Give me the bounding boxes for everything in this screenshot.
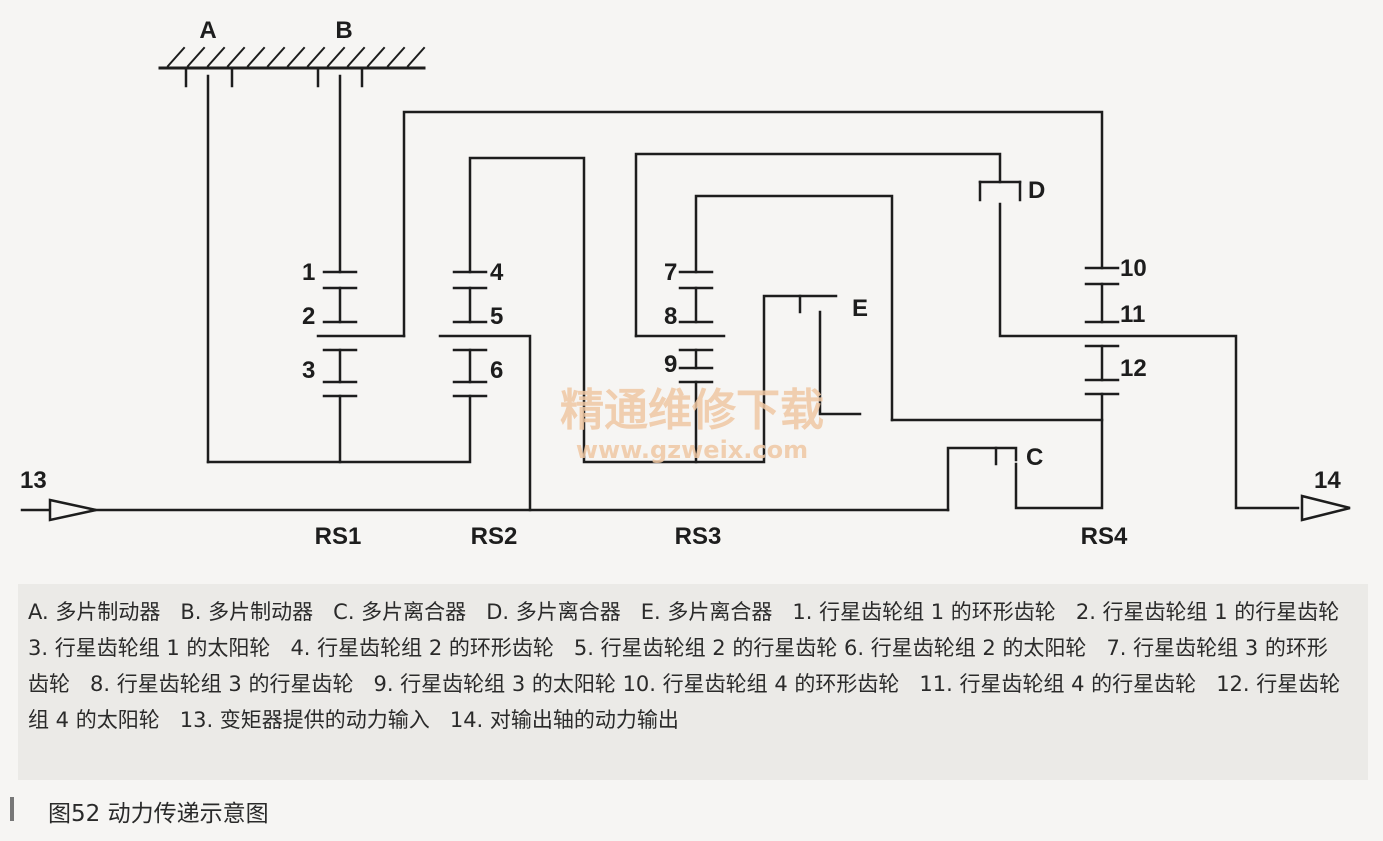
gear-label-1: 1: [302, 259, 315, 286]
gear-label-10: 10: [1120, 255, 1147, 282]
legend-panel: [18, 584, 1368, 780]
input-arrow-icon: [48, 498, 97, 522]
gear-label-6: 6: [490, 357, 503, 384]
caption-marker: [10, 797, 14, 821]
clutch-d-label: D: [1028, 177, 1045, 204]
gearset-label-rs2: RS2: [471, 523, 518, 550]
brake-b-label: B: [335, 17, 352, 44]
power-flow-diagram: 精通维修下载 www.gzweix.com A B D E C 1 2 3 4 …: [20, 17, 1351, 550]
brake-a-label: A: [199, 17, 216, 44]
housing-hatch: [166, 46, 426, 68]
gearset-label-rs1: RS1: [315, 523, 362, 550]
gear-label-2: 2: [302, 303, 315, 330]
gear-label-9: 9: [664, 351, 677, 378]
figure-caption: 图52 动力传递示意图: [48, 801, 269, 827]
output-label: 14: [1314, 467, 1341, 494]
gear-label-4: 4: [490, 259, 504, 286]
gear-label-12: 12: [1120, 355, 1147, 382]
clutch-c-label: C: [1026, 444, 1043, 471]
gear-label-5: 5: [490, 303, 503, 330]
gear-label-7: 7: [664, 259, 677, 286]
brake-a-plates: [184, 66, 234, 464]
brake-b-plates: [316, 66, 364, 274]
clutch-e-label: E: [852, 295, 868, 322]
watermark-title: 精通维修下载: [560, 385, 824, 436]
gearset-label-rs3: RS3: [675, 523, 722, 550]
gear-label-3: 3: [302, 357, 315, 384]
legend-text: A. 多片制动器 B. 多片制动器 C. 多片离合器 D. 多片离合器 E. 多…: [28, 600, 1341, 732]
gear-label-11: 11: [1120, 301, 1145, 328]
output-arrow-icon: [1300, 494, 1351, 522]
gear-label-8: 8: [664, 303, 677, 330]
input-label: 13: [20, 467, 47, 494]
gearset-label-rs4: RS4: [1081, 523, 1128, 550]
diagram-lines: [20, 46, 1300, 512]
diagram-labels: A B D E C 1 2 3 4 5 6 7 8 9 10 11 12 13 …: [20, 17, 1341, 550]
watermark-url: www.gzweix.com: [576, 436, 808, 464]
